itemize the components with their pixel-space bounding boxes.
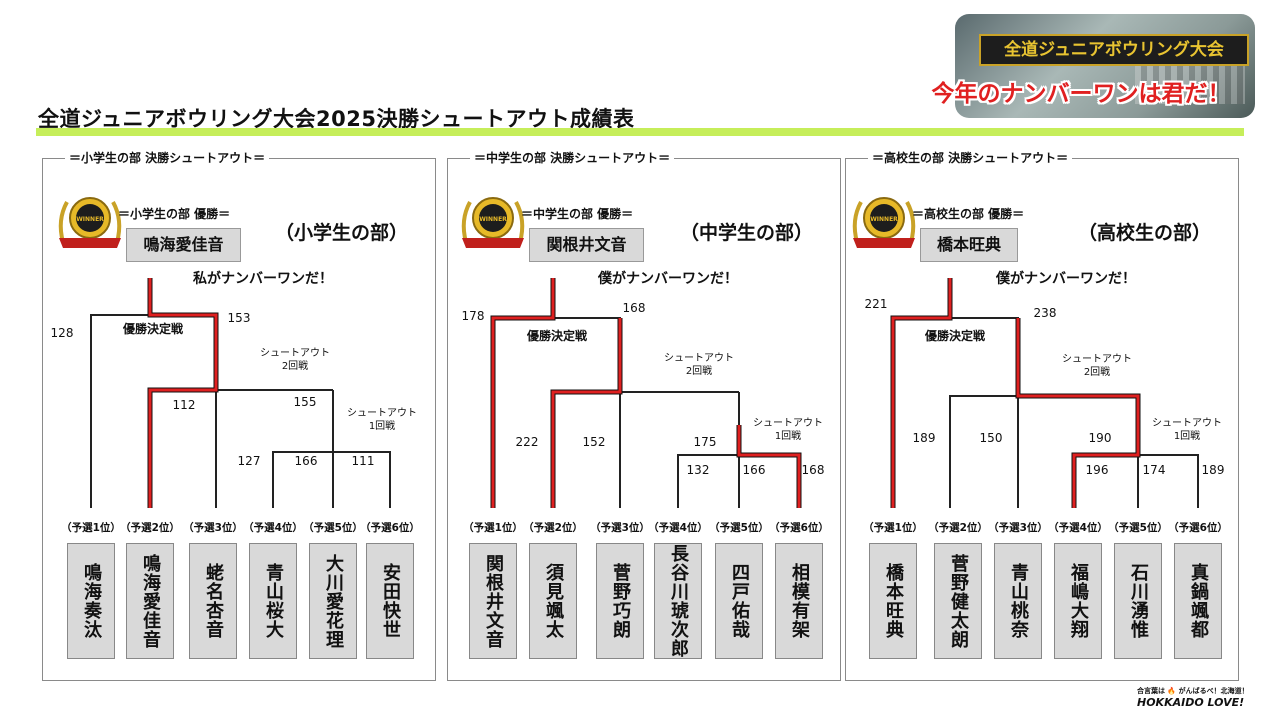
player-name-box: 須見颯太 <box>529 543 577 659</box>
svg-text:WINNER: WINNER <box>479 216 507 223</box>
footer-slogan: 合言葉は 🔥 がんばるべ！北海道！ <box>1137 687 1249 695</box>
seed-label: （予選1位） <box>61 522 121 534</box>
division-label: （小学生の部） <box>275 222 409 244</box>
seed-label: （予選6位） <box>769 522 829 534</box>
player-name-box: 大川愛花理 <box>309 543 357 659</box>
winner-medal-icon: WINNER <box>852 197 916 248</box>
player-name-box: 石川湧惟 <box>1114 543 1162 659</box>
seed-label: （予選1位） <box>863 522 923 534</box>
seed-label: （予選3位） <box>988 522 1048 534</box>
division-label: （高校生の部） <box>1078 222 1212 244</box>
svg-text:WINNER: WINNER <box>870 216 898 223</box>
player-name-box: 長谷川琥次郎 <box>654 543 702 659</box>
title-underline <box>36 128 1244 136</box>
winner-slogan: 僕がナンバーワンだ！ <box>996 271 1136 287</box>
winner-title: ＝高校生の部 優勝＝ <box>912 207 1025 221</box>
player-name-box: 鳴海愛佳音 <box>126 543 174 659</box>
winner-medal-icon: WINNER <box>461 197 525 248</box>
seed-label: （予選6位） <box>360 522 420 534</box>
winner-medal-icon: WINNER <box>58 197 122 248</box>
seed-label: （予選5位） <box>303 522 363 534</box>
svg-text:WINNER: WINNER <box>76 216 104 223</box>
seed-label: （予選2位） <box>120 522 180 534</box>
player-name-box: 青山桜大 <box>249 543 297 659</box>
seed-label: （予選1位） <box>463 522 523 534</box>
player-name-box: 青山桃奈 <box>994 543 1042 659</box>
winner-slogan: 私がナンバーワンだ！ <box>193 271 333 287</box>
winner-title: ＝小学生の部 優勝＝ <box>118 207 231 221</box>
division-label: （中学生の部） <box>680 222 814 244</box>
panel-section-label: ＝小学生の部 決勝シュートアウト＝ <box>65 149 270 166</box>
panel-section-label: ＝中学生の部 決勝シュートアウト＝ <box>470 149 675 166</box>
seed-label: （予選4位） <box>648 522 708 534</box>
player-name-box: 菅野健太朗 <box>934 543 982 659</box>
winner-name-box: 関根井文音 <box>529 228 644 262</box>
player-name-box: 福嶋大翔 <box>1054 543 1102 659</box>
player-name-box: 安田快世 <box>366 543 414 659</box>
panel-high-school: ＝高校生の部 決勝シュートアウト＝ <box>845 149 1239 681</box>
seed-label: （予選5位） <box>709 522 769 534</box>
seed-label: （予選2位） <box>928 522 988 534</box>
seed-label: （予選3位） <box>183 522 243 534</box>
player-name-box: 鳴海奏汰 <box>67 543 115 659</box>
winner-title: ＝中学生の部 優勝＝ <box>521 207 634 221</box>
player-name-box: 菅野巧朗 <box>596 543 644 659</box>
winner-name-box: 橋本旺典 <box>920 228 1018 262</box>
player-name-box: 四戸佑哉 <box>715 543 763 659</box>
seed-label: （予選5位） <box>1108 522 1168 534</box>
seed-label: （予選4位） <box>243 522 303 534</box>
winner-name-box: 鳴海愛佳音 <box>126 228 241 262</box>
panel-junior-high: ＝中学生の部 決勝シュートアウト＝ <box>447 149 841 681</box>
page-title: 全道ジュニアボウリング大会2025決勝シュートアウト成績表 <box>38 107 635 131</box>
player-name-box: 真鍋颯都 <box>1174 543 1222 659</box>
seed-label: （予選3位） <box>590 522 650 534</box>
seed-label: （予選6位） <box>1168 522 1228 534</box>
footer-logo: HOKKAIDO LOVE! <box>1137 696 1245 709</box>
player-name-box: 蛯名杏音 <box>189 543 237 659</box>
panel-section-label: ＝高校生の部 決勝シュートアウト＝ <box>868 149 1073 166</box>
player-name-box: 関根井文音 <box>469 543 517 659</box>
winner-slogan: 僕がナンバーワンだ！ <box>598 271 738 287</box>
player-name-box: 橋本旺典 <box>869 543 917 659</box>
panel-elementary: ＝小学生の部 決勝シュートアウト＝ <box>42 149 436 681</box>
banner-slogan: 今年のナンバーワンは君だ！ <box>931 81 1231 107</box>
seed-label: （予選4位） <box>1048 522 1108 534</box>
seed-label: （予選2位） <box>523 522 583 534</box>
player-name-box: 相模有架 <box>775 543 823 659</box>
banner-event-name: 全道ジュニアボウリング大会 <box>979 34 1249 66</box>
